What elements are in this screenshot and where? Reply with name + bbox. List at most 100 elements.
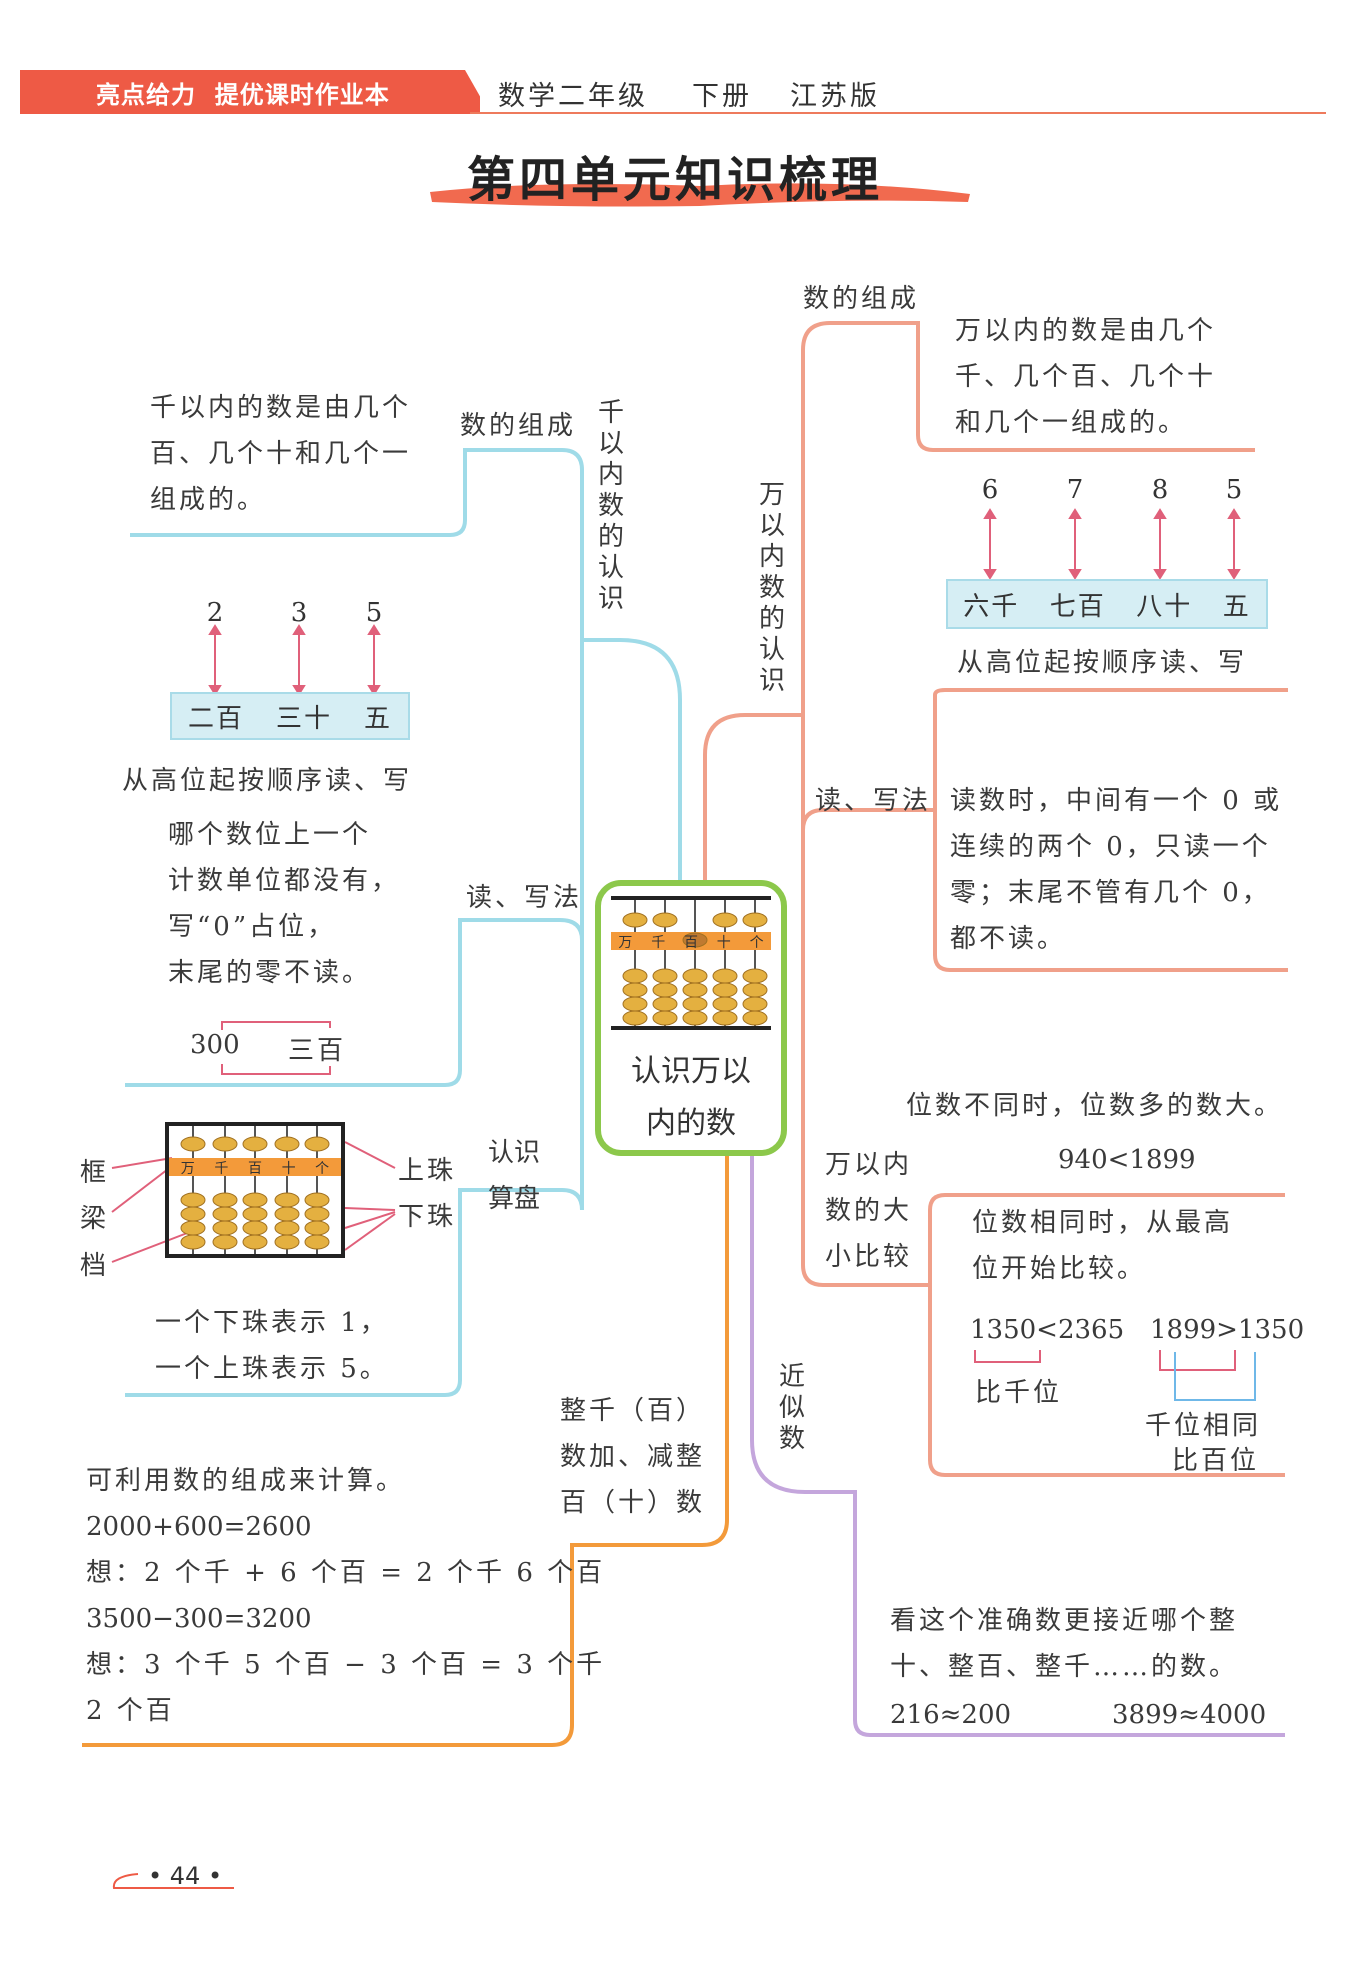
left-composition-label: 数的组成	[460, 411, 577, 441]
compare-example-1: 1350<2365	[970, 1315, 1125, 1345]
left-example-number: 300	[190, 1030, 240, 1060]
right-read-write-text: 读数时，中间有一个 0 或 连续的两个 0，只读一个 零；末尾不管有几个 0， …	[950, 778, 1282, 962]
rod-label: 十	[281, 1161, 296, 1177]
approx-example-2: 3899≈4000	[1112, 1700, 1267, 1730]
abacus-upper-bead-label: 上珠	[398, 1156, 457, 1186]
center-label-line2: 内的数	[646, 1106, 736, 1141]
right-digit: 5	[1225, 475, 1243, 505]
right-digit: 8	[1151, 475, 1169, 505]
text-line: 算盘	[488, 1184, 541, 1214]
text-line: 读数时，中间有一个 0 或	[950, 786, 1283, 816]
approx-label: 近似数	[777, 1362, 807, 1455]
compare-example-2-note1: 千位相同	[1145, 1411, 1262, 1441]
text-line: 数加、减整	[560, 1442, 706, 1472]
text-line: 位数相同时，从最高	[972, 1208, 1234, 1238]
right-digit: 7	[1066, 475, 1084, 505]
left-branch-label: 千以内数的认识	[596, 398, 626, 615]
left-abacus: 万 千 百 十 个	[165, 1122, 345, 1258]
place-name: 八十	[1136, 591, 1193, 622]
text-line: 和几个一组成的。	[955, 408, 1188, 438]
vertical-char: 万	[758, 480, 785, 510]
vertical-char: 以	[758, 511, 785, 541]
text-line: 3500−300=3200	[86, 1604, 312, 1634]
left-digit: 3	[290, 598, 308, 628]
vertical-char: 认	[758, 635, 785, 665]
right-composition-label: 数的组成	[803, 284, 920, 314]
vertical-char: 数	[597, 491, 624, 521]
center-rod-labels: 万 千 百 十 个	[609, 932, 773, 951]
right-branch-label: 万以内数的认识	[757, 480, 787, 697]
abacus-rod-labels: 万 千 百 十 个	[171, 1158, 339, 1177]
page-number: • 44 •	[148, 1862, 223, 1890]
rod-label: 百	[683, 935, 698, 951]
left-example-word: 三百	[288, 1036, 347, 1066]
text-line: 百、几个十和几个一	[150, 439, 412, 469]
compare-example-1-note: 比千位	[975, 1378, 1063, 1408]
text-line: 连续的两个 0，只读一个	[950, 832, 1271, 862]
rod-label: 千	[651, 935, 666, 951]
text-line: 想：2 个千 + 6 个百 = 2 个千 6 个百	[86, 1558, 606, 1588]
compare-label: 万以内 数的大 小比较	[825, 1142, 912, 1280]
vertical-char: 千	[597, 398, 624, 428]
place-name: 六千	[963, 591, 1020, 622]
left-composition-text: 千以内的数是由几个 百、几个十和几个一 组成的。	[150, 385, 411, 523]
place-name: 七百	[1049, 591, 1106, 622]
left-read-write-label: 读、写法	[466, 883, 583, 913]
header-banner-shape	[20, 70, 490, 114]
approx-example-1: 216≈200	[890, 1700, 1012, 1730]
title-brush	[430, 183, 970, 207]
text-line: 百（十）数	[560, 1488, 706, 1518]
text-line: 零；末尾不管有几个 0，	[950, 878, 1271, 908]
abacus-text: 一个下珠表示 1， 一个上珠表示 5。	[155, 1300, 389, 1392]
center-label-line1: 认识万以	[631, 1054, 751, 1089]
right-composition-text: 万以内的数是由几个 千、几个百、几个十 和几个一组成的。	[955, 308, 1216, 446]
rod-label: 百	[247, 1161, 262, 1177]
text-line: 整千（百）	[560, 1396, 706, 1426]
place-name: 五	[363, 703, 392, 734]
vertical-char: 的	[758, 604, 785, 634]
compare-same-digits: 位数相同时，从最高 位开始比较。	[972, 1200, 1233, 1292]
text-line: 计数单位都没有，	[168, 866, 401, 896]
text-line: 哪个数位上一个	[168, 820, 372, 850]
right-place-box: 六千 七百 八十 五	[946, 579, 1268, 629]
text-line: 写“0”占位，	[168, 912, 337, 942]
text-line: 一个下珠表示 1，	[155, 1308, 389, 1338]
text-line: 十、整百、整千……的数。	[890, 1652, 1239, 1682]
compare-diff-digits: 位数不同时，位数多的数大。	[906, 1091, 1284, 1121]
abacus-icon	[611, 896, 771, 1030]
approx-text: 看这个准确数更接近哪个整 十、整百、整千……的数。	[890, 1598, 1238, 1690]
rod-label: 十	[716, 935, 731, 951]
compare-example-2-note2: 比百位	[1172, 1446, 1260, 1476]
abacus-diagram	[165, 1122, 345, 1258]
vertical-char: 识	[758, 666, 785, 696]
abacus-label: 认识算盘	[488, 1130, 548, 1222]
text-line: 万以内的数是由几个	[955, 316, 1217, 346]
vertical-char: 内	[758, 542, 785, 572]
abacus-part-frame: 框	[80, 1158, 110, 1188]
text-line: 千以内的数是由几个	[150, 393, 412, 423]
header-volume: 下册	[692, 81, 752, 112]
center-node: 万 千 百 十 个 认识万以 内的数	[595, 880, 787, 1156]
place-name: 三十	[275, 703, 332, 734]
vertical-char: 以	[597, 429, 624, 459]
text-line: 小比较	[825, 1242, 913, 1272]
abacus-lower-bead-label: 下珠	[398, 1202, 457, 1232]
rod-label: 个	[749, 935, 764, 951]
compare-example-2: 1899>1350	[1150, 1315, 1305, 1345]
left-digit: 5	[365, 598, 383, 628]
left-order-rule: 从高位起按顺序读、写	[122, 766, 413, 796]
header-bar: 亮点给力 提优课时作业本	[20, 70, 490, 114]
text-line: 想：3 个千 5 个百 − 3 个百 = 3 个千	[86, 1650, 606, 1680]
rod-label: 个	[315, 1161, 330, 1177]
rod-label: 万	[180, 1161, 195, 1177]
text-line: 都不读。	[950, 924, 1067, 954]
text-line: 千、几个百、几个十	[955, 362, 1217, 392]
page-title: 第四单元知识梳理	[466, 152, 883, 208]
center-label: 认识万以 内的数	[601, 1046, 781, 1150]
compare-diff-example: 940<1899	[1058, 1145, 1196, 1175]
rod-label: 千	[214, 1161, 229, 1177]
text-line: 末尾的零不读。	[168, 958, 372, 988]
text-line: 2 个百	[86, 1696, 175, 1726]
abacus-part-rod: 档	[80, 1251, 110, 1281]
right-read-write-label: 读、写法	[815, 786, 932, 816]
